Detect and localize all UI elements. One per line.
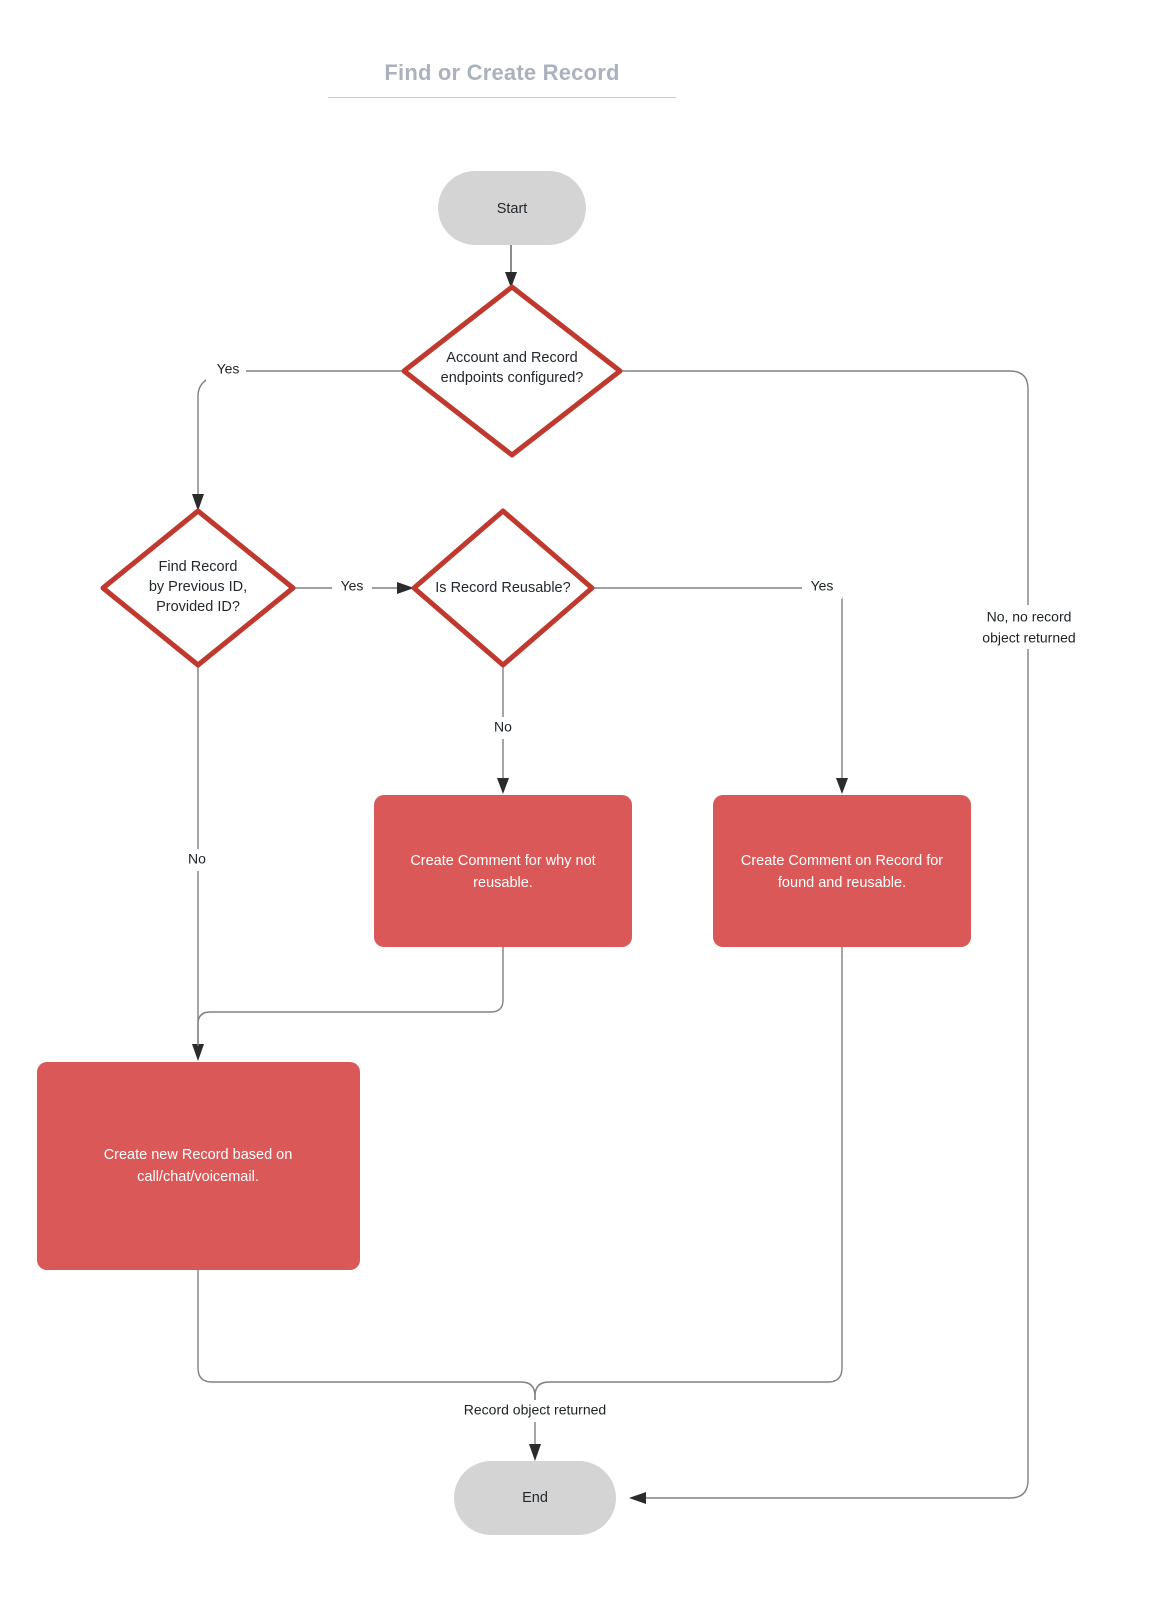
node-end[interactable]: End [454,1461,616,1535]
svg-text:No: No [188,851,206,867]
node-decision-is-record-reusable[interactable]: Is Record Reusable? [411,508,595,668]
node-endpoints-label-line2: endpoints configured? [441,370,584,386]
node-start[interactable]: Start [438,171,586,245]
node-decision-endpoints-configured[interactable]: Account and Record endpoints configured? [401,284,623,458]
edge-comment-not-reusable-to-create [197,947,504,1046]
node-decision-find-record[interactable]: Find Record by Previous ID, Provided ID? [100,508,296,668]
node-reusable-label: Is Record Reusable? [435,580,570,596]
svg-text:Yes: Yes [811,578,834,594]
svg-text:Yes: Yes [341,578,364,594]
node-endpoints-label-line1: Account and Record [446,350,577,366]
svg-text:No, no record: No, no record [987,609,1072,625]
edge-endpoints-no [620,370,1029,1504]
svg-text:No: No [494,719,512,735]
edge-label-reusable-no: No [486,717,522,739]
node-find-label-line2: by Previous ID, [149,579,247,595]
edge-comment-found-reusable-to-end [534,947,843,1400]
node-comment-not-reusable-line2: reusable. [473,875,533,891]
edge-label-reusable-yes: Yes [802,577,842,599]
node-find-label-line3: Provided ID? [156,599,240,615]
edge-label-find-yes: Yes [332,577,372,599]
edge-label-endpoints-yes: Yes [206,360,246,382]
edge-endpoints-yes [192,370,404,511]
svg-text:Record object returned: Record object returned [464,1402,606,1418]
node-comment-not-reusable-line1: Create Comment for why not [410,853,595,869]
edge-label-find-no: No [180,849,216,871]
node-end-label: End [522,1490,548,1506]
edge-create-record-to-end [197,1270,541,1461]
edge-start-to-endpoints [505,245,517,288]
node-create-record-line1: Create new Record based on [104,1147,293,1163]
node-create-record-line2: call/chat/voicemail. [137,1169,259,1185]
node-comment-found-reusable-line2: found and reusable. [778,875,906,891]
node-process-create-new-record[interactable]: Create new Record based on call/chat/voi… [37,1062,360,1270]
edge-label-record-object-returned: Record object returned [444,1400,624,1422]
svg-text:object returned: object returned [982,630,1075,646]
edge-reusable-yes [592,587,848,794]
edge-label-endpoints-no: No, no record object returned [963,605,1095,649]
node-start-label: Start [497,201,528,217]
svg-text:Yes: Yes [217,361,240,377]
node-comment-found-reusable-line1: Create Comment on Record for [741,853,943,869]
node-find-label-line1: Find Record [159,559,238,575]
node-process-comment-not-reusable[interactable]: Create Comment for why not reusable. [374,795,632,947]
node-process-comment-found-reusable[interactable]: Create Comment on Record for found and r… [713,795,971,947]
page-title: Find or Create Record [328,60,676,98]
